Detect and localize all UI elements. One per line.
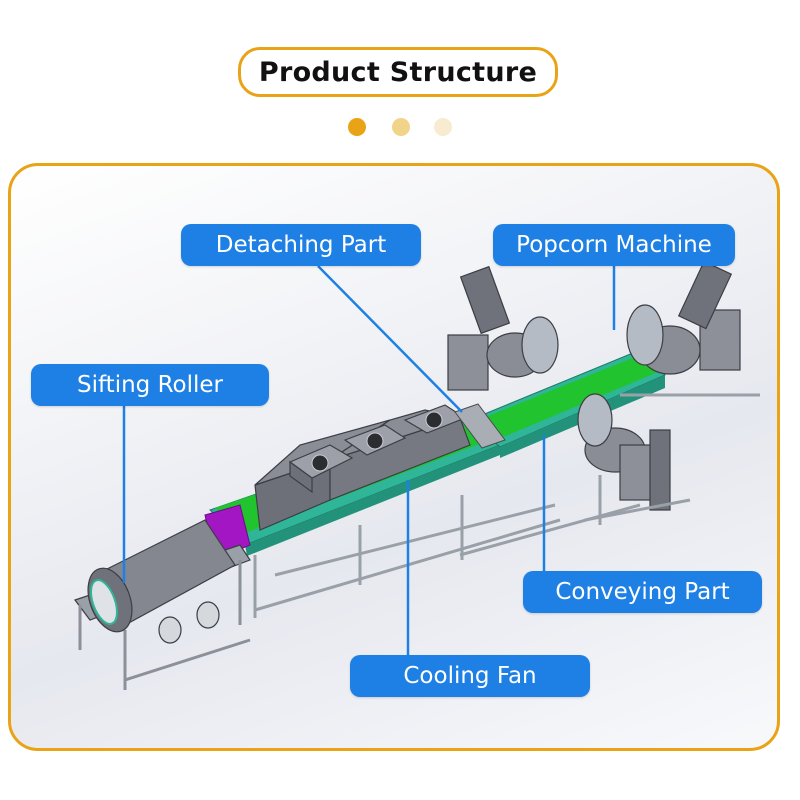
fan-icon — [311, 454, 329, 472]
pager-dot-1[interactable] — [348, 118, 366, 136]
callout-label: Conveying Part — [555, 579, 730, 605]
popcorn-machine-2 — [620, 260, 760, 397]
callout-sifting-roller[interactable]: Sifting Roller — [31, 364, 269, 406]
cooling-tunnel — [254, 404, 471, 531]
callout-detaching-part[interactable]: Detaching Part — [181, 224, 421, 266]
callout-label: Popcorn Machine — [516, 232, 712, 258]
callout-popcorn-machine[interactable]: Popcorn Machine — [493, 224, 735, 266]
sifting-roller — [74, 519, 251, 690]
title-badge: Product Structure — [238, 47, 558, 97]
fan-icon — [425, 411, 443, 429]
detaching-plate — [454, 403, 506, 449]
leader-line-detaching-part — [317, 265, 463, 413]
popcorn-machine-3 — [577, 393, 691, 525]
callout-conveying-part[interactable]: Conveying Part — [523, 571, 762, 613]
page-title: Product Structure — [258, 56, 538, 88]
pager-dots — [0, 118, 800, 138]
pager-dot-3[interactable] — [434, 118, 452, 136]
popcorn-machine-1 — [447, 265, 559, 391]
fan-icons — [311, 411, 443, 472]
pager-dot-2[interactable] — [392, 118, 410, 136]
leader-lines — [122, 265, 616, 656]
fan-icon — [366, 432, 384, 450]
callout-label: Sifting Roller — [77, 372, 223, 398]
callout-label: Detaching Part — [215, 232, 387, 258]
callout-cooling-fan[interactable]: Cooling Fan — [350, 655, 590, 697]
callout-label: Cooling Fan — [403, 663, 537, 689]
